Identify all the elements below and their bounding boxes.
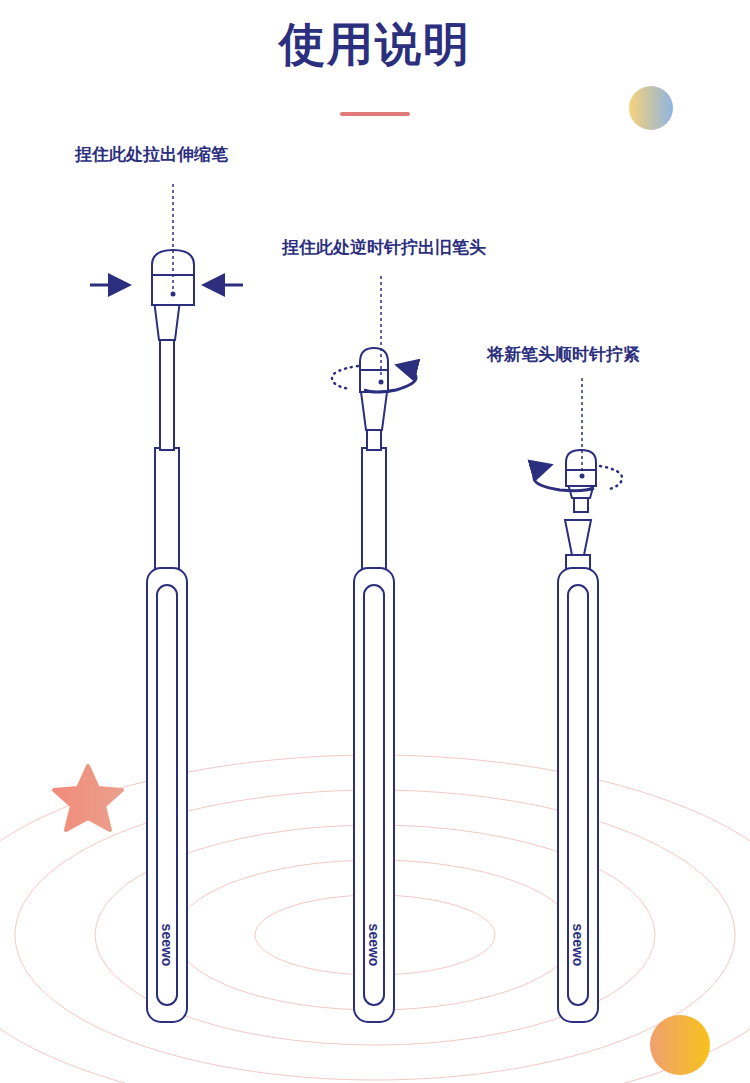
page-title: 使用说明	[0, 14, 750, 76]
instruction-label: 捏住此处拉出伸缩笔	[75, 143, 228, 166]
instruction-label: 捏住此处逆时针拧出旧笔头	[282, 236, 486, 259]
brand-logo: seewo	[159, 924, 175, 967]
brand-logo: seewo	[366, 924, 382, 967]
brand-logo: seewo	[570, 924, 586, 967]
instruction-label: 将新笔头顺时针拧紧	[487, 343, 640, 366]
